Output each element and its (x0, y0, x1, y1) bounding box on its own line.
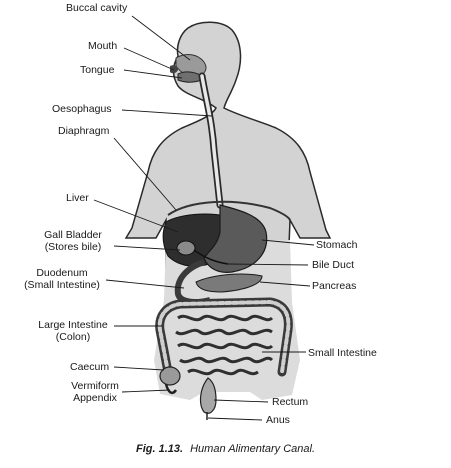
label-large-intestine: Large Intestine (Colon) (28, 319, 118, 343)
label-rectum: Rectum (272, 396, 309, 408)
figure-title: Human Alimentary Canal. (190, 443, 316, 455)
label-liver: Liver (66, 192, 89, 204)
label-duodenum-line1: Duodenum (36, 267, 88, 279)
label-vermiform-line2: Appendix (73, 392, 117, 404)
oesophagus-tube-inner (200, 74, 222, 207)
leader-lines (93, 15, 315, 421)
label-bile-duct: Bile Duct (312, 259, 355, 271)
label-caecum: Caecum (70, 361, 110, 373)
label-gall-bladder-line2: (Stores bile) (44, 241, 102, 253)
bile-duct-line (193, 249, 229, 265)
figure-number: Fig. 1.13. (135, 443, 184, 455)
label-buccal-cavity: Buccal cavity (66, 2, 128, 14)
label-duodenum: Duodenum (Small Intestine) (14, 267, 110, 291)
small-intestine-coils (175, 314, 274, 376)
label-oesophagus: Oesophagus (52, 103, 112, 115)
label-mouth: Mouth (88, 40, 118, 52)
label-vermiform-appendix: Vermiform Appendix (62, 380, 128, 404)
label-large-intestine-line2: (Colon) (55, 331, 91, 343)
label-small-intestine: Small Intestine (308, 347, 377, 359)
stomach-shape (203, 204, 268, 273)
label-gall-bladder: Gall Bladder (Stores bile) (28, 229, 118, 253)
label-duodenum-line2: (Small Intestine) (24, 279, 100, 291)
label-pancreas: Pancreas (312, 280, 357, 292)
mouth-shape (170, 65, 178, 74)
figure-caption: Fig. 1.13. Human Alimentary Canal. (0, 443, 451, 455)
label-large-intestine-line1: Large Intestine (38, 319, 108, 331)
gall-bladder-shape (176, 240, 196, 256)
appendix-shape (164, 383, 178, 395)
diaphragm-shape (167, 200, 291, 221)
label-stomach: Stomach (316, 239, 358, 251)
pancreas-shape (195, 273, 263, 293)
label-tongue: Tongue (80, 64, 115, 76)
caecum-shape (159, 366, 181, 386)
label-diaphragm: Diaphragm (58, 125, 110, 137)
label-anus: Anus (266, 414, 290, 426)
large-intestine-inner (157, 299, 291, 374)
rectum-shape (199, 377, 217, 414)
label-vermiform-line1: Vermiform (71, 380, 119, 392)
label-gall-bladder-line1: Gall Bladder (44, 229, 102, 241)
